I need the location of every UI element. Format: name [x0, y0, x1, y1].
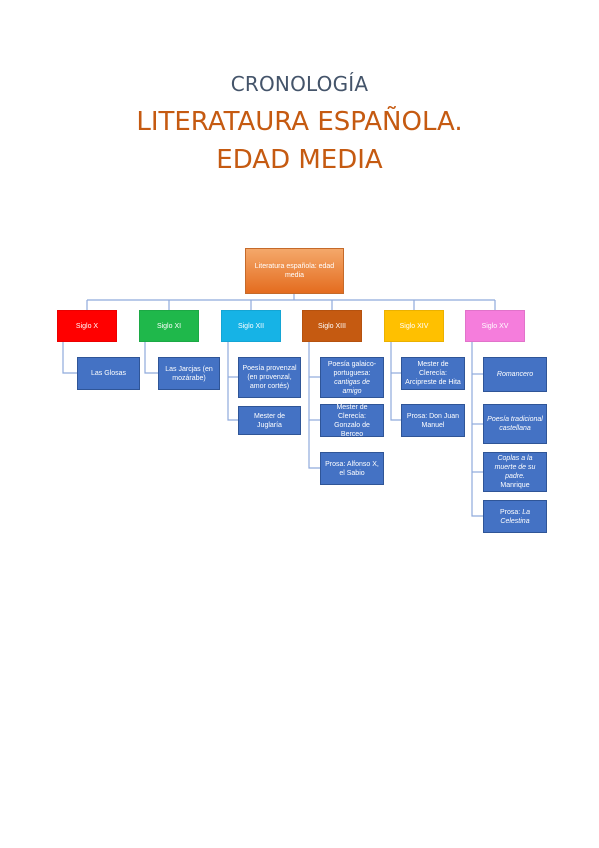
century-label: Siglo XV: [481, 322, 509, 330]
leaf-label: Prosa:: [500, 508, 523, 516]
page-title-line1: LITERATAURA ESPAÑOLA.: [136, 107, 463, 137]
leaf-la-celestina: Prosa: La Celestina: [483, 500, 547, 533]
leaf-label: Poesía tradicional castellana: [487, 416, 543, 432]
century-label: Siglo X: [75, 322, 99, 330]
leaf-label: Las Jarcjas (en mozárabe): [165, 365, 213, 382]
leaf-label-italic: La Celestina: [500, 508, 530, 525]
century-siglo-xi: Siglo XI: [139, 310, 199, 342]
century-label: Siglo XI: [156, 322, 182, 330]
leaf-las-glosas: Las Glosas: [77, 357, 140, 390]
leaf-label: Mester de Clerecía: Gonzalo de Berceo: [334, 403, 370, 438]
root-node-label: Literatura española: edad media: [254, 263, 335, 279]
leaf-label: Las Glosas: [90, 370, 127, 377]
leaf-prosa-don-juan-manuel: Prosa: Don Juan Manuel: [401, 404, 465, 437]
century-siglo-xiii: Siglo XIII: [302, 310, 362, 342]
leaf-label: Manrique: [500, 482, 530, 489]
page-title-line2: EDAD MEDIA: [216, 145, 383, 175]
century-siglo-xiv: Siglo XIV: [384, 310, 444, 342]
leaf-label-italic: Coplas a la muerte de su padre.: [494, 455, 536, 480]
subtitle: CRONOLOGÍA: [230, 72, 369, 96]
leaf-label: Prosa: Alfonso X, el Sabio: [325, 460, 379, 477]
century-label: Siglo XII: [237, 322, 265, 330]
leaf-label: Prosa: Don Juan Manuel: [406, 412, 460, 429]
leaf-poesia-provenzal: Poesía provenzal (en provenzal, amor cor…: [238, 357, 301, 398]
century-siglo-xii: Siglo XII: [221, 310, 281, 342]
leaf-mester-juglaria: Mester de Juglaría: [238, 406, 301, 435]
leaf-jarchas: Las Jarcjas (en mozárabe): [158, 357, 220, 390]
leaf-romancero: Romancero: [483, 357, 547, 392]
leaf-mester-clerecia-berceo: Mester de Clerecía: Gonzalo de Berceo: [320, 403, 384, 438]
leaf-label-italic: cantigas de amigo: [334, 378, 370, 395]
century-siglo-x: Siglo X: [57, 310, 117, 342]
century-label: Siglo XIV: [399, 322, 429, 330]
century-siglo-xv: Siglo XV: [465, 310, 525, 342]
leaf-label: Poesía provenzal (en provenzal, amor cor…: [242, 365, 297, 390]
leaf-label: Mester de Juglaría: [253, 412, 286, 429]
leaf-poesia-galaico-portuguesa: Poesía galaico-portuguesa: cantigas de a…: [320, 357, 384, 398]
leaf-poesia-tradicional: Poesía tradicional castellana: [483, 404, 547, 444]
leaf-coplas-manrique: Coplas a la muerte de su padre. Manrique: [483, 452, 547, 492]
century-label: Siglo XIII: [317, 322, 346, 330]
leaf-prosa-alfonso-x: Prosa: Alfonso X, el Sabio: [320, 452, 384, 485]
leaf-mester-clerecia-hita: Mester de Clerecía: Arcipreste de Hita: [401, 357, 465, 390]
leaf-label: Romancero: [496, 371, 534, 378]
leaf-label: Mester de Clerecía: Arcipreste de Hita: [405, 361, 461, 386]
leaf-label: Poesía galaico-portuguesa:: [327, 360, 377, 377]
root-node: Literatura española: edad media: [245, 248, 344, 294]
